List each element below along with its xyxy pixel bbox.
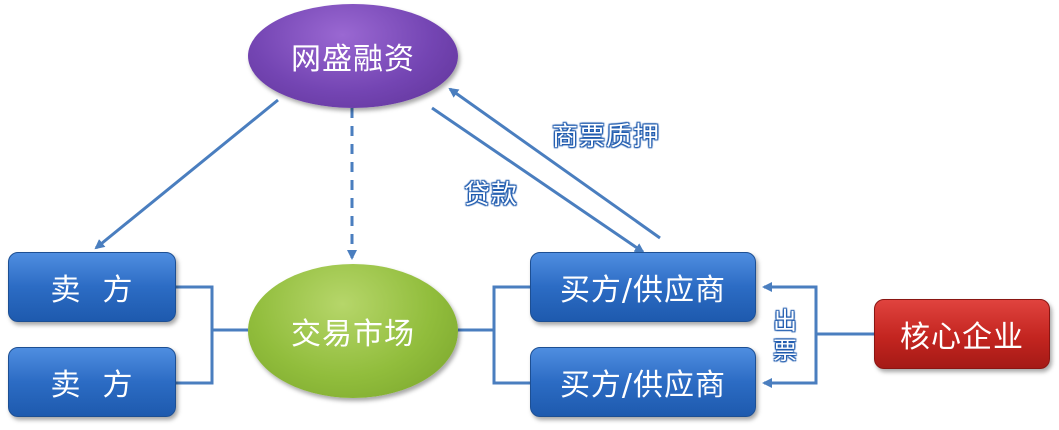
node-buyer-bottom: 买方/供应商 [530, 347, 756, 417]
node-seller-bottom: 卖 方 [8, 347, 176, 417]
node-financing: 网盛融资 [248, 4, 458, 108]
edge-market-to-buyers [492, 285, 530, 385]
node-seller-top: 卖 方 [8, 252, 176, 322]
edge-issue-top [762, 282, 818, 334]
edge-sellers-to-market [176, 285, 214, 385]
node-buyer-top: 买方/供应商 [530, 252, 756, 322]
node-market: 交易市场 [248, 264, 458, 398]
node-core: 核心企业 [874, 299, 1050, 369]
edge-label-loan: 贷款 [464, 180, 519, 210]
edge-pledge [448, 87, 661, 240]
edge-issue-bottom [762, 334, 818, 388]
edge-financing-to-seller [94, 98, 279, 250]
edge-loan [431, 106, 645, 254]
edge-label-issue: 出票 [773, 307, 797, 365]
edge-label-pledge: 商票质押 [552, 122, 661, 152]
